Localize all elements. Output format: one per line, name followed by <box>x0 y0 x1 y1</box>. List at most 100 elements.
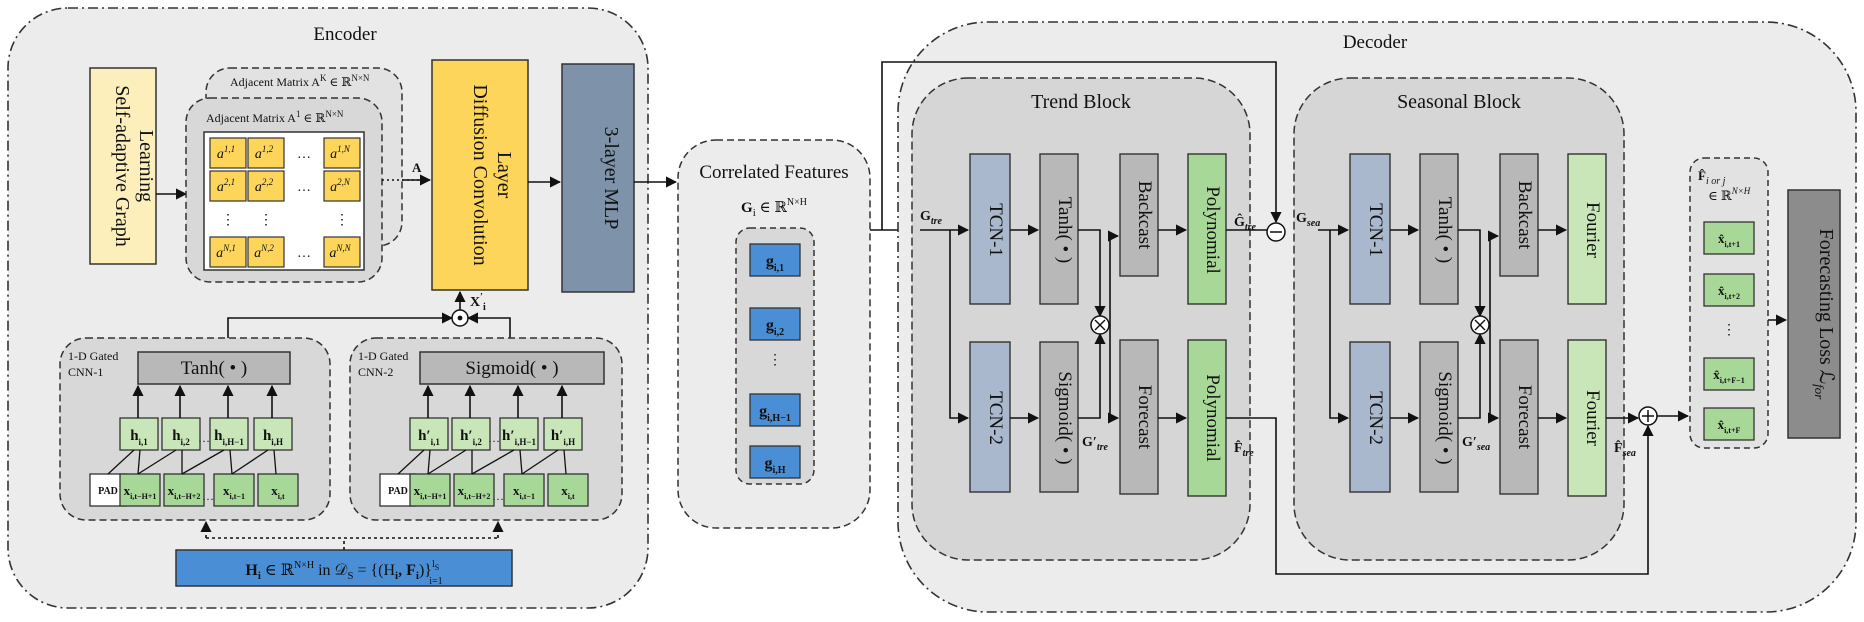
backcast-box <box>1499 153 1539 277</box>
g-sea-label: Gsea <box>1296 211 1320 229</box>
forecast-label: Forecast <box>1514 385 1535 450</box>
out-node-label: x̂i,t+F−1 <box>1713 367 1744 385</box>
conv-link <box>273 449 277 475</box>
h-node <box>543 417 583 451</box>
h-node-label: h′i,2 <box>460 428 482 447</box>
tcn1-label: TCN-1 <box>985 203 1006 257</box>
matrix-cell <box>323 137 361 169</box>
adjacent-matrix-K-label: Adjacent Matrix AK ∈ ℝN×N <box>230 73 370 89</box>
x-node <box>409 473 451 507</box>
basis-bottom-box <box>1567 339 1607 497</box>
tcn2-label: TCN-2 <box>1365 391 1386 445</box>
out-items: x̂i,t+1x̂i,t+2⋮x̂i,t+F−1x̂i,t+F <box>1703 221 1755 441</box>
decoder-title: Decoder <box>1343 32 1408 53</box>
out-node <box>1703 357 1755 391</box>
diffusion-conv-layer <box>431 59 529 291</box>
matrix-cell <box>247 170 285 202</box>
x-prime-label: X′i <box>470 292 486 313</box>
x-node-label: xi,t <box>271 483 285 501</box>
seasonal-title: Seasonal Block <box>1397 91 1521 113</box>
x-node-label: xi,t <box>561 483 575 501</box>
g-node-label: gi,2 <box>766 317 784 338</box>
arrow <box>1226 417 1654 575</box>
arrow <box>1078 229 1106 318</box>
bottom-output-label: F̂sea <box>1614 439 1636 459</box>
arrow <box>949 230 970 424</box>
matrix-cell-label: a2,N <box>330 177 351 195</box>
conv-link <box>397 449 425 475</box>
matrix-cell-label: aN,N <box>329 243 351 261</box>
correlated-title: Correlated Features <box>699 162 848 183</box>
matrix-cell <box>209 137 247 169</box>
arrow <box>1078 332 1106 419</box>
tcn2-box <box>969 341 1011 493</box>
h-ellipsis: … <box>488 431 500 445</box>
multiply-mark <box>1474 319 1486 331</box>
h-node <box>161 417 201 451</box>
conv-link <box>519 449 523 475</box>
conv-link <box>427 449 467 475</box>
output-label-1: F̂i or j <box>1698 168 1726 187</box>
g-node-label: gi,1 <box>766 253 784 274</box>
adjacent-matrix-1-label: Adjacent Matrix A1 ∈ ℝN×N <box>206 109 344 125</box>
h-node-label: h′i,H−1 <box>502 428 536 447</box>
loss-box <box>1787 189 1841 439</box>
arrow <box>1458 332 1486 419</box>
multiply-mark <box>1094 319 1106 331</box>
matrix-cell <box>209 170 247 202</box>
tcn1-box <box>1349 153 1391 305</box>
g-prime-label: G′sea <box>1462 435 1490 453</box>
sigmoid-box <box>1039 341 1079 493</box>
matrix-cell <box>209 236 247 268</box>
sigmoid-label: Sigmoid( • ) <box>1434 371 1455 464</box>
basis-top-box <box>1567 153 1607 305</box>
diffusion-label-1: Diffusion Convolution <box>469 84 491 265</box>
g-node-label: gi,H−1 <box>759 403 791 424</box>
conv-link <box>137 449 177 475</box>
h-node-label: hi,1 <box>130 428 148 447</box>
g-prime-label: G′tre <box>1082 435 1108 453</box>
matrix-cell <box>323 236 361 268</box>
g-ellipsis: ⋮ <box>768 353 782 368</box>
graph-learning-label-2: Learning <box>135 130 157 202</box>
tcn1-label: TCN-1 <box>1365 203 1386 257</box>
x-node <box>213 473 255 507</box>
out-node <box>1703 407 1755 441</box>
conv-link <box>229 449 233 475</box>
tanh-label-enc: Tanh( • ) <box>181 358 248 379</box>
x-node-label: xi,t−H+2 <box>458 483 491 501</box>
basis-top-label: Fourier <box>1582 202 1603 259</box>
g-items: gi,1 gi,2 ⋮ gi,H−1 gi,H <box>749 243 801 479</box>
backcast-box <box>1119 153 1159 277</box>
matrix-cell-label: aN,1 <box>216 243 236 261</box>
h-node-label: hi,H−1 <box>214 428 244 447</box>
basis-top-box <box>1187 153 1227 305</box>
h-node-label: hi,2 <box>172 428 190 447</box>
h-node <box>119 417 159 451</box>
g-node <box>749 243 801 277</box>
tanh-box <box>1419 153 1459 305</box>
backcast-label: Backcast <box>1134 181 1155 250</box>
arrow <box>1107 325 1120 424</box>
arrow <box>1487 325 1500 424</box>
h-node <box>451 417 491 451</box>
x-node-label: xi,t−H+1 <box>414 483 447 501</box>
sigmoid-box <box>1419 341 1459 493</box>
graph-learning-box <box>89 67 157 265</box>
matrix-cell-label: a2,2 <box>255 177 274 195</box>
pad-label: PAD <box>388 486 408 497</box>
bottom-output-label: F̂tre <box>1234 439 1254 459</box>
top-output-label: Ĝtre <box>1234 212 1257 233</box>
g-node-label: gi,H <box>764 455 785 476</box>
sigmoid-box-enc <box>419 351 605 385</box>
x-node-label: xi,t−H+2 <box>168 483 201 501</box>
out-node-label: x̂i,t+2 <box>1718 283 1740 301</box>
matrix-cell-label: a2,1 <box>217 177 235 195</box>
matrix-ellipsis: ⋮ <box>335 213 349 228</box>
x-node-label: xi,t−H+1 <box>124 483 157 501</box>
x-ellipsis: … <box>492 489 504 503</box>
cnn1-label-2: CNN-1 <box>68 365 103 379</box>
tanh-label: Tanh( • ) <box>1054 197 1075 264</box>
